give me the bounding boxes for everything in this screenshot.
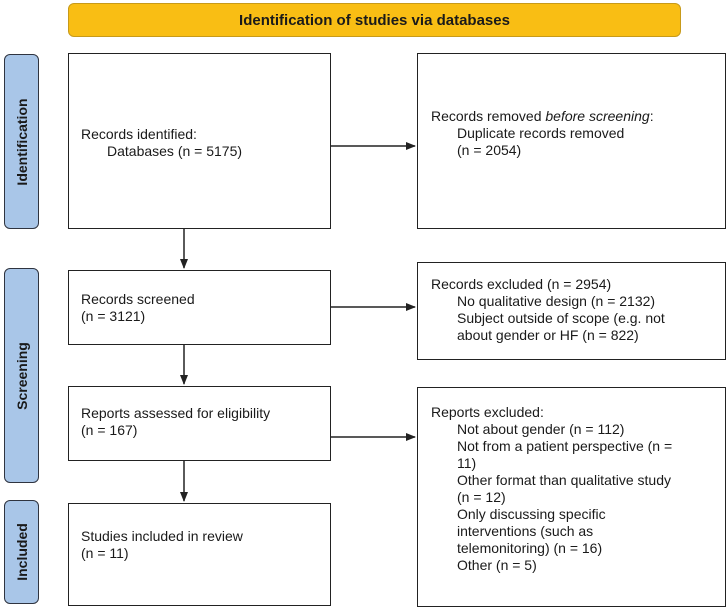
banner-title: Identification of studies via databases: [239, 11, 510, 29]
reports-excluded-line: (n = 12): [457, 489, 506, 505]
records-excluded-box: Records excluded (n = 2954) No qualitati…: [417, 262, 726, 360]
reports-assessed-title: Reports assessed for eligibility: [81, 405, 271, 421]
records-excluded-title: Records excluded (n = 2954): [431, 276, 612, 292]
reports-excluded-title: Reports excluded:: [431, 404, 544, 420]
studies-included-count: (n = 11): [81, 545, 129, 561]
records-excluded-reason-2: Subject outside of scope (e.g. not: [457, 310, 665, 326]
reports-excluded-line: Only discussing specific: [457, 506, 606, 522]
duplicate-records-count: (n = 2054): [457, 142, 522, 158]
records-excluded-reason-1: No qualitative design (n = 2132): [457, 293, 656, 309]
records-removed-title-em: before screening: [545, 108, 650, 124]
records-removed-title: Records removed before screening:: [431, 108, 725, 125]
records-removed-box: Records removed before screening: Duplic…: [417, 53, 726, 229]
reports-excluded-line: telemonitoring) (n = 16): [457, 540, 603, 556]
records-removed-title-end: :: [649, 108, 654, 124]
reports-excluded-line: Other (n = 5): [457, 557, 537, 573]
reports-excluded-box: Reports excluded: Not about gender (n = …: [417, 387, 726, 607]
records-removed-title-start: Records removed: [431, 108, 546, 124]
phase-screening: Screening: [4, 268, 39, 483]
studies-included-box: Studies included in review (n = 11): [68, 503, 331, 606]
reports-excluded-line: Not from a patient perspective (n =: [457, 438, 673, 454]
records-excluded-reason-3: about gender or HF (n = 822): [457, 327, 639, 343]
phase-identification: Identification: [4, 54, 39, 229]
phase-included: Included: [4, 500, 39, 604]
duplicate-records-label: Duplicate records removed: [457, 125, 625, 141]
reports-excluded-line: Other format than qualitative study: [457, 472, 671, 488]
records-screened-count: (n = 3121): [81, 308, 146, 324]
reports-excluded-line: interventions (such as: [457, 523, 594, 539]
records-identified-databases: Databases (n = 5175): [107, 143, 243, 159]
reports-excluded-line: 11): [457, 455, 477, 471]
records-identified-box: Records identified: Databases (n = 5175): [68, 53, 331, 229]
records-identified-title: Records identified:: [81, 126, 197, 142]
records-screened-title: Records screened: [81, 291, 195, 307]
reports-excluded-line: Not about gender (n = 112): [457, 421, 625, 437]
records-screened-box: Records screened (n = 3121): [68, 270, 331, 345]
reports-assessed-box: Reports assessed for eligibility (n = 16…: [68, 386, 331, 461]
header-banner: Identification of studies via databases: [68, 3, 681, 37]
studies-included-title: Studies included in review: [81, 528, 243, 544]
reports-assessed-count: (n = 167): [81, 422, 138, 438]
